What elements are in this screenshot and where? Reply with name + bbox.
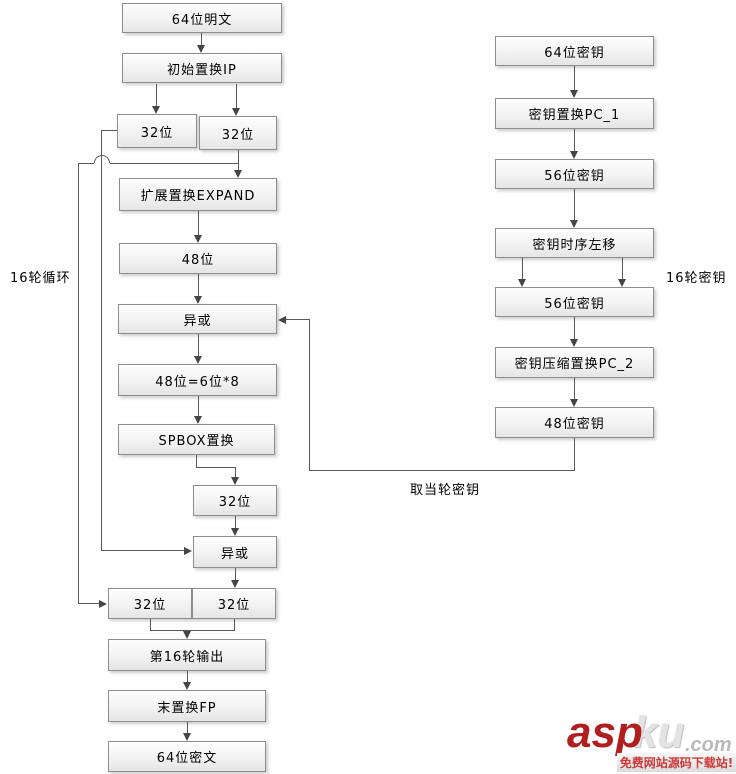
connector-left32-vertical <box>101 130 102 550</box>
watermark-ku-text: ku <box>633 708 685 757</box>
node-left-32bit: 32位 <box>117 114 197 148</box>
connector-pc2-to-48key <box>574 378 575 399</box>
connector-right32-to-expand <box>238 150 239 170</box>
connector-key64-to-pc1 <box>574 66 575 90</box>
connector-left32-out <box>101 130 117 131</box>
arrowhead-down-icon <box>518 279 526 287</box>
connector-shift-to-56key-right <box>622 258 623 279</box>
arrowhead-down-icon <box>194 296 202 304</box>
connector-output-to-fp <box>187 671 188 682</box>
node-right-32bit: 32位 <box>199 116 277 150</box>
arrowhead-left-icon <box>278 316 286 324</box>
line-hop-arc <box>94 155 110 163</box>
arrowhead-down-icon <box>183 631 191 639</box>
arrowhead-down-icon <box>232 108 240 116</box>
arrowhead-down-icon <box>231 580 239 588</box>
arrowhead-down-icon <box>152 106 160 114</box>
connector-roundkey-up <box>309 319 310 470</box>
watermark-asp-text: asp <box>567 708 643 757</box>
connector-expand-to-48bit <box>198 211 199 235</box>
watermark-tagline-banner: 免费网站源码下载站! <box>617 753 736 772</box>
arrowhead-down-icon <box>194 416 202 424</box>
arrowhead-down-icon <box>194 356 202 364</box>
node-32bit-after-spbox: 32位 <box>193 485 277 516</box>
node-64bit-key: 64位密钥 <box>495 36 654 66</box>
connector-crossover-top-right <box>110 163 238 164</box>
arrowhead-right-icon <box>99 600 107 608</box>
watermark-tagline-text: 免费网站源码下载站! <box>619 756 734 770</box>
node-48bit: 48位 <box>119 243 277 274</box>
arrowhead-down-icon <box>234 170 242 178</box>
arrowhead-down-icon <box>183 733 191 741</box>
arrowhead-down-icon <box>194 235 202 243</box>
connector-spbox-to-32bit <box>235 467 236 477</box>
arrowhead-down-icon <box>570 220 578 228</box>
node-xor-2: 异或 <box>193 536 277 568</box>
label-16-rounds-loop: 16轮循环 <box>10 271 71 286</box>
connector-shift-to-56key-left <box>522 258 523 279</box>
watermark-aspku: asp ku .com 免费网站源码下载站! <box>557 708 736 774</box>
arrowhead-down-icon <box>570 339 578 347</box>
connector-merge-right-stub <box>234 619 235 630</box>
connector-crossover-bottom <box>78 603 99 604</box>
arrowhead-down-icon <box>570 151 578 159</box>
arrowhead-down-icon <box>231 477 239 485</box>
connector-fp-to-ciphertext <box>187 722 188 733</box>
connector-ip-to-left32 <box>156 84 157 106</box>
connector-32bit-to-xor2 <box>235 516 236 528</box>
connector-48bit6x8-to-spbox <box>198 396 199 416</box>
node-key-compression-pc2: 密钥压缩置换PC_2 <box>495 347 654 378</box>
connector-roundkey-horizontal <box>309 470 575 471</box>
connector-48bit-to-xor1 <box>198 274 199 296</box>
arrowhead-down-icon <box>618 279 626 287</box>
node-xor-1: 异或 <box>118 304 277 334</box>
connector-xor1-to-48bit6x8 <box>198 334 199 356</box>
connector-plaintext-to-ip <box>201 33 202 45</box>
node-bottom-left-32bit: 32位 <box>108 588 192 619</box>
connector-pc1-to-56key <box>574 129 575 151</box>
connector-crossover-vertical <box>78 163 79 603</box>
node-64bit-ciphertext: 64位密文 <box>108 741 266 772</box>
connector-merge-left-stub <box>150 619 151 630</box>
connector-56key-to-shift <box>574 189 575 220</box>
node-key-left-shift: 密钥时序左移 <box>495 228 654 258</box>
node-initial-permutation-ip: 初始置换IP <box>122 53 282 83</box>
arrowhead-down-icon <box>570 90 578 98</box>
connector-left32-to-xor2 <box>101 550 184 551</box>
node-48bit-6x8: 48位=6位*8 <box>118 364 277 396</box>
connector-crossover-top-left <box>78 163 94 164</box>
node-key-permutation-pc1: 密钥置换PC_1 <box>495 98 654 129</box>
connector-spbox-shift <box>196 467 236 468</box>
connector-xor2-to-bottomright32 <box>235 568 236 580</box>
arrowhead-down-icon <box>197 45 205 53</box>
watermark-com-text: .com <box>685 734 732 756</box>
node-spbox-permutation: SPBOX置换 <box>118 424 275 455</box>
connector-48key-down <box>574 438 575 470</box>
arrowhead-down-icon <box>231 528 239 536</box>
arrowhead-right-icon <box>184 547 192 555</box>
label-16-rounds-key: 16轮密钥 <box>666 271 727 286</box>
connector-spbox-out <box>196 455 197 467</box>
node-round16-output: 第16轮输出 <box>108 639 266 671</box>
arrowhead-down-icon <box>570 399 578 407</box>
connector-merge-horizontal <box>150 630 235 631</box>
node-expand-permutation: 扩展置换EXPAND <box>119 178 277 211</box>
node-64bit-plaintext: 64位明文 <box>122 3 282 33</box>
node-48bit-key: 48位密钥 <box>495 407 654 438</box>
node-56bit-key-a: 56位密钥 <box>495 159 654 189</box>
connector-ip-to-right32 <box>236 84 237 108</box>
node-final-permutation-fp: 末置换FP <box>108 690 266 722</box>
node-56bit-key-b: 56位密钥 <box>495 287 654 317</box>
node-bottom-right-32bit: 32位 <box>192 588 276 619</box>
connector-56key-to-pc2 <box>574 317 575 339</box>
connector-roundkey-into-xor1 <box>286 319 309 320</box>
arrowhead-down-icon <box>183 682 191 690</box>
label-take-round-key: 取当轮密钥 <box>410 483 481 498</box>
